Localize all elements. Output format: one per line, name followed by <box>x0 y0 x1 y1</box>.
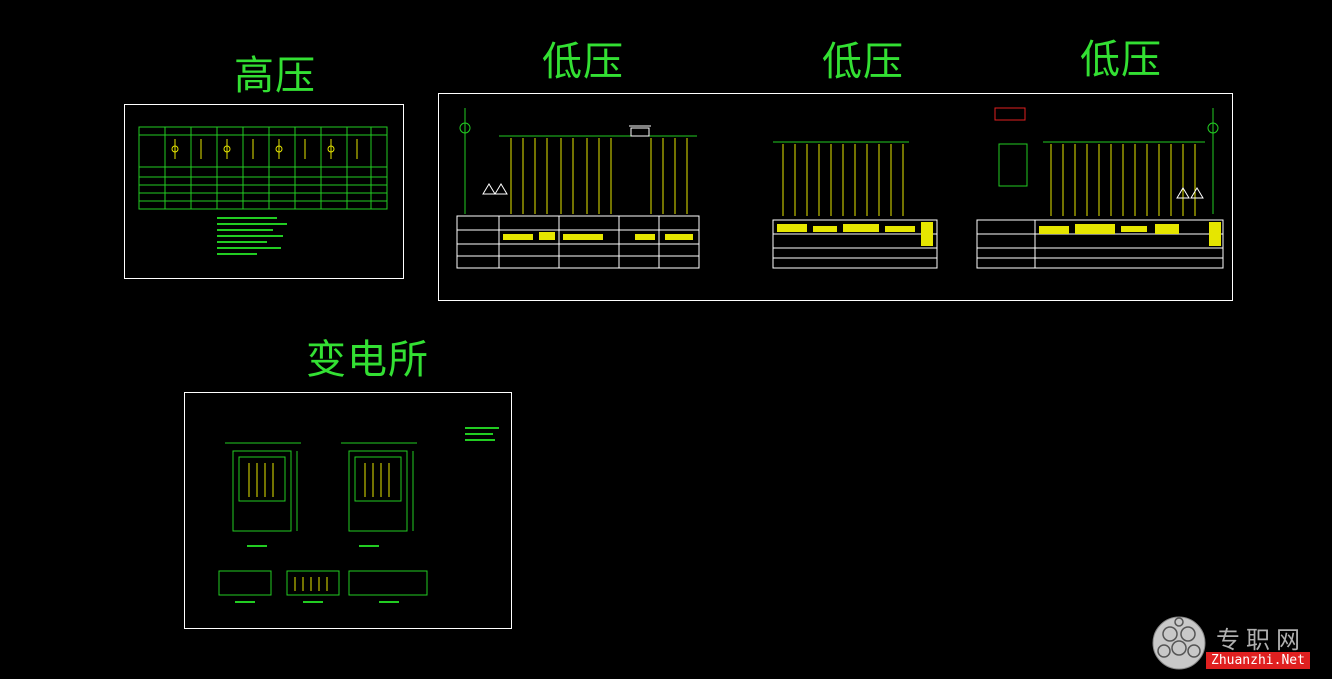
low-voltage-schematic <box>456 107 1224 269</box>
low-voltage-drawing-sheet[interactable] <box>438 93 1233 301</box>
watermark: 专职网 Zhuanzhi.Net <box>1150 612 1328 676</box>
globe-icon <box>1152 616 1206 670</box>
label-high-voltage: 高压 <box>234 53 316 99</box>
label-low-voltage-2: 低压 <box>822 39 904 85</box>
watermark-brand-en: Zhuanzhi.Net <box>1206 652 1310 669</box>
label-low-voltage-1: 低压 <box>542 39 624 85</box>
substation-floor-plan <box>218 427 499 603</box>
watermark-brand-cn: 专职网 <box>1216 626 1306 654</box>
label-substation: 变电所 <box>306 337 429 383</box>
label-low-voltage-3: 低压 <box>1080 37 1162 83</box>
high-voltage-drawing-sheet[interactable] <box>124 104 404 279</box>
high-voltage-schematic <box>138 126 388 255</box>
substation-drawing-sheet[interactable] <box>184 392 512 629</box>
